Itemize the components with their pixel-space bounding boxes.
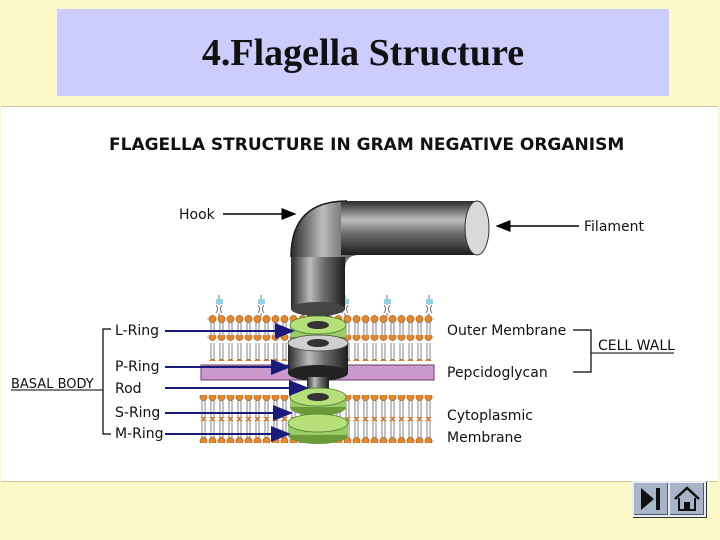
cytoplasmic-label-1: Cytoplasmic	[447, 408, 533, 424]
cell-wall-bracket	[573, 329, 592, 373]
skip-forward-icon	[641, 488, 660, 510]
diagram-panel: FLAGELLA STRUCTURE IN GRAM NEGATIVE ORGA…	[1, 106, 718, 482]
cell-wall-label: CELL WALL	[598, 338, 675, 354]
cytoplasmic-label-2: Membrane	[447, 430, 522, 446]
diagram-heading: FLAGELLA STRUCTURE IN GRAM NEGATIVE ORGA…	[109, 135, 624, 155]
rod-label: Rod	[115, 381, 142, 397]
slide-title-bar: 4.Flagella Structure	[57, 9, 669, 96]
outer-membrane-label: Outer Membrane	[447, 323, 566, 339]
slide-title: 4.Flagella Structure	[201, 31, 525, 74]
l-ring	[289, 315, 347, 346]
home-button[interactable]	[668, 481, 706, 517]
l-ring-label: L-Ring	[115, 323, 159, 339]
s-ring-label: S-Ring	[115, 405, 160, 421]
p-ring	[287, 334, 349, 381]
part-arrows	[165, 323, 309, 442]
peptidoglycan-label: Pepcidoglycan	[447, 365, 548, 381]
m-ring	[287, 413, 349, 444]
basal-body-bracket	[102, 328, 111, 435]
basal-body-label: BASAL BODY	[11, 377, 94, 392]
p-ring-label: P-Ring	[115, 359, 160, 375]
next-slide-button[interactable]	[632, 481, 670, 517]
filament	[341, 200, 490, 256]
m-ring-label: M-Ring	[115, 426, 164, 442]
flagella-diagram: FLAGELLA STRUCTURE IN GRAM NEGATIVE ORGA…	[11, 135, 675, 446]
hook-label: Hook	[179, 207, 216, 223]
s-ring	[289, 387, 347, 416]
filament-label: Filament	[584, 219, 645, 235]
home-icon	[674, 486, 700, 511]
